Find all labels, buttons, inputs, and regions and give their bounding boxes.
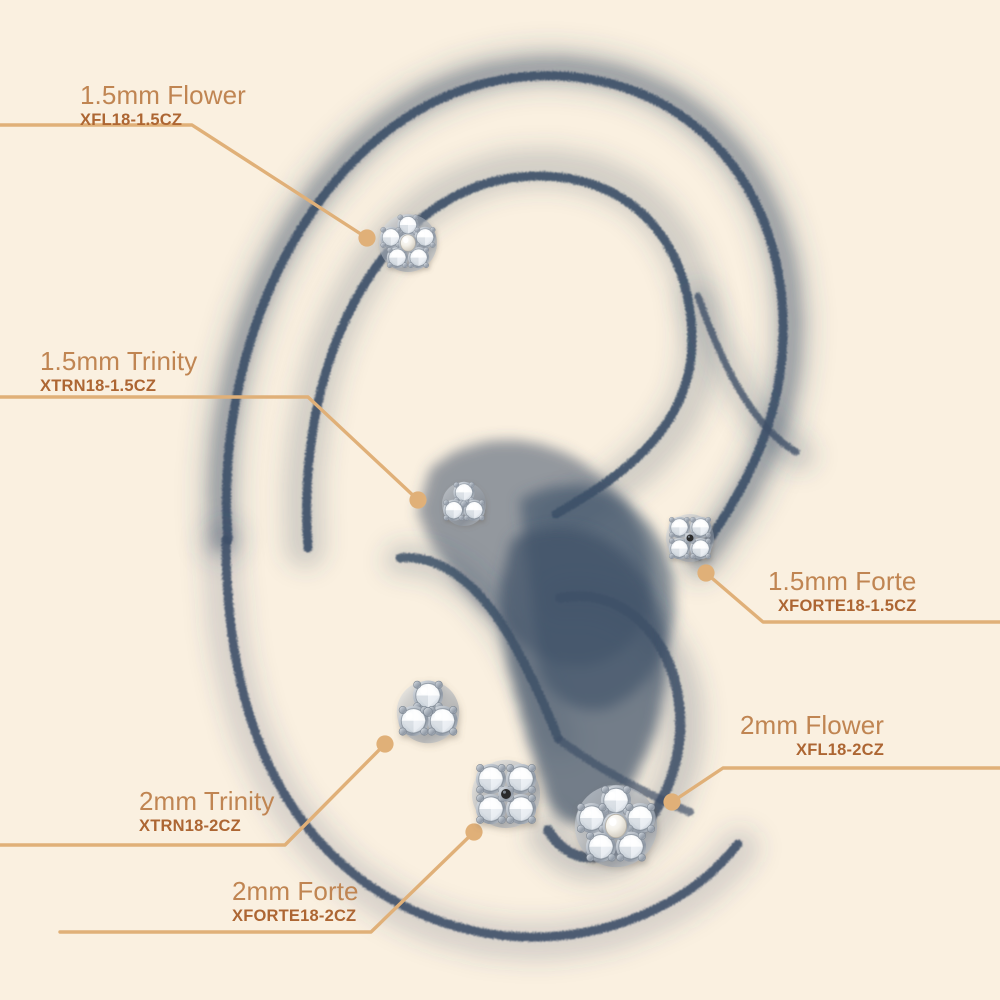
callout-title-trinity-2: 2mm Trinity bbox=[139, 786, 275, 816]
jewelry-trinity-2[interactable] bbox=[397, 680, 459, 743]
jewelry-trinity-15[interactable] bbox=[442, 482, 486, 526]
flower-gem-icon bbox=[575, 785, 657, 867]
trinity-gem-icon bbox=[442, 482, 486, 526]
callout-title-flower-2: 2mm Flower bbox=[740, 710, 885, 740]
callout-sku-trinity-2: XTRN18-2CZ bbox=[139, 817, 241, 836]
forte-gem-icon bbox=[472, 760, 540, 828]
jewelry-forte-15[interactable] bbox=[666, 514, 714, 562]
callout-sku-trinity-15: XTRN18-1.5CZ bbox=[40, 377, 157, 396]
callout-sku-flower-2: XFL18-2CZ bbox=[796, 741, 885, 760]
callout-title-forte-2: 2mm Forte bbox=[232, 876, 359, 906]
forte-gem-icon bbox=[666, 514, 714, 562]
trinity-gem-icon bbox=[397, 680, 459, 743]
ear-antihelix bbox=[283, 147, 721, 568]
flower-gem-icon bbox=[379, 214, 437, 272]
jewelry-forte-2[interactable] bbox=[472, 760, 540, 828]
callout-title-flower-15: 1.5mm Flower bbox=[80, 80, 246, 110]
ear-helix-tail bbox=[683, 283, 817, 472]
callout-title-trinity-15: 1.5mm Trinity bbox=[40, 346, 198, 376]
jewelry-flower-2[interactable] bbox=[575, 785, 657, 867]
callout-sku-forte-2: XFORTE18-2CZ bbox=[232, 907, 357, 926]
callout-title-forte-15: 1.5mm Forte bbox=[768, 566, 917, 596]
callout-sku-flower-15: XFL18-1.5CZ bbox=[80, 111, 183, 130]
ear-concha-mass bbox=[499, 527, 667, 825]
jewelry-flower-15[interactable] bbox=[379, 214, 437, 272]
callout-sku-forte-15: XFORTE18-1.5CZ bbox=[777, 597, 917, 616]
